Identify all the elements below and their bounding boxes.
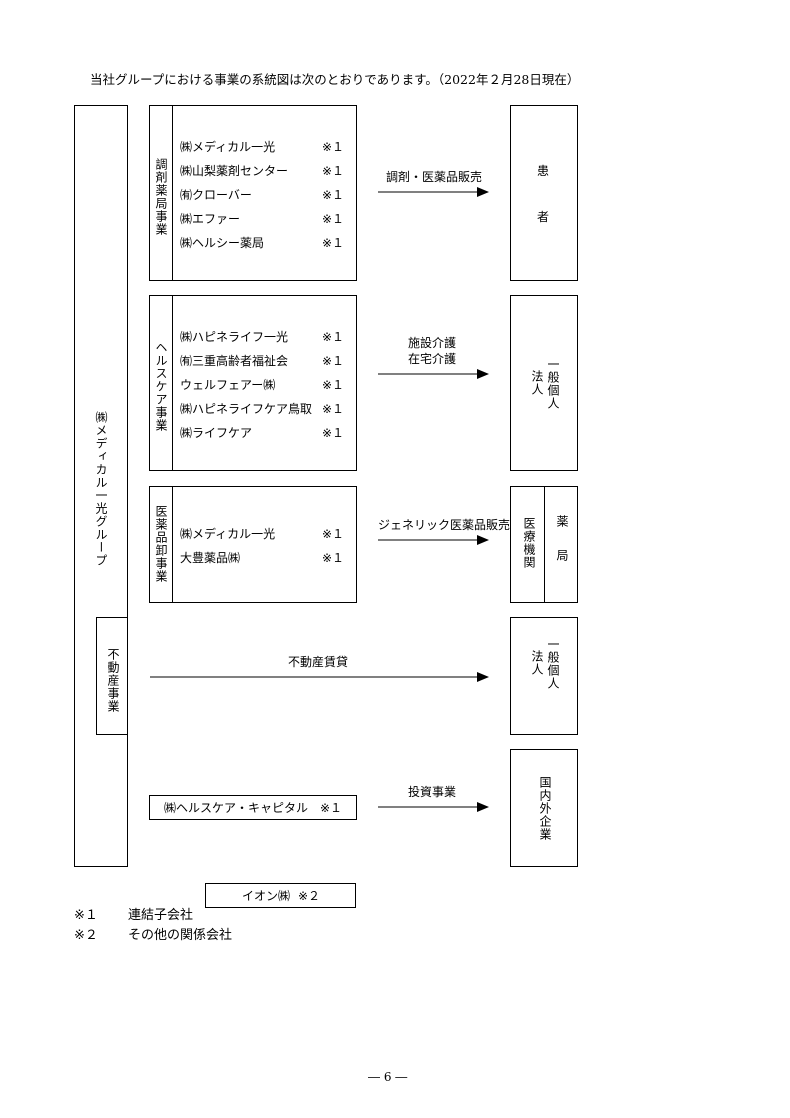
company-mark: ※１	[322, 426, 345, 440]
company-mark: ※１	[322, 402, 345, 416]
segment-label: ヘルスケア事業	[154, 341, 168, 432]
page-number: ― 6 ―	[368, 1070, 408, 1084]
note-mark: ※２	[74, 928, 98, 943]
group-box: ㈱メディカル一光グループ	[74, 105, 128, 867]
company-name: ㈱メディカル一光	[180, 140, 276, 154]
target-text: 国内外企業	[538, 776, 552, 841]
parent-company-box: イオン㈱ ※２	[205, 883, 356, 908]
target-individual-corp-box-2: 一般個人 法人	[510, 617, 578, 735]
segment-label: 不動産事業	[106, 648, 120, 713]
company-name: ㈱ヘルスケア・キャピタル	[164, 801, 309, 815]
company-mark: ※１	[322, 551, 345, 565]
arrow-label: 不動産賃貸	[288, 655, 349, 669]
company-name: ㈱ハピネライフ一光	[180, 330, 289, 344]
segment-healthcare-box: ヘルスケア事業	[149, 295, 357, 471]
company-mark: ※１	[322, 330, 345, 344]
company-name: ㈱ライフケア	[180, 426, 253, 440]
segment-label: 調剤薬局事業	[154, 158, 168, 236]
group-label: ㈱メディカル一光グループ	[94, 411, 108, 567]
target-pharmacy-medical-box: 薬局 医療機関	[510, 486, 578, 603]
company-mark: ※１	[320, 801, 343, 815]
arrow-label: 在宅介護	[408, 352, 457, 366]
arrow-label: 調剤・医薬品販売	[386, 170, 483, 184]
company-mark: ※１	[322, 140, 345, 154]
company-mark: ※１	[322, 354, 345, 368]
segment-label: 医薬品卸事業	[154, 505, 168, 583]
company-name: ㈲三重高齢者福祉会	[180, 354, 289, 368]
note-mark: ※１	[74, 908, 98, 923]
arrow-label: 施設介護	[408, 336, 457, 350]
company-name: ㈲クローバー	[180, 188, 252, 202]
company-name: ウェルフェアー㈱	[180, 378, 276, 392]
company-mark: ※１	[322, 378, 345, 392]
note-text: 連結子会社	[128, 908, 194, 923]
target-companies-box: 国内外企業	[510, 749, 578, 867]
arrow-label: 投資事業	[408, 785, 457, 799]
segment-realestate-box: 不動産事業	[96, 617, 128, 735]
company-mark: ※１	[322, 164, 345, 178]
target-text: 一般個人	[546, 638, 560, 690]
segment-wholesale-box: 医薬品卸事業	[149, 486, 357, 603]
arrow-label: ジェネリック医薬品販売	[378, 518, 511, 532]
parent-mark: ※２	[298, 889, 321, 903]
parent-name: イオン㈱	[242, 889, 291, 903]
company-mark: ※１	[322, 236, 345, 250]
target-text: 医療機関	[522, 517, 536, 569]
target-text: 患	[537, 164, 550, 178]
target-individual-corp-box-1: 一般個人 法人	[510, 295, 578, 471]
company-name: ㈱ヘルシー薬局	[180, 236, 265, 250]
target-text: 法人	[530, 650, 544, 676]
segment-dispensing-box: 調剤薬局事業	[149, 105, 357, 281]
target-text: 法人	[530, 370, 544, 396]
company-name: ㈱エファー	[180, 212, 241, 226]
company-name: ㈱メディカル一光	[180, 527, 276, 541]
company-name: 大豊薬品㈱	[180, 551, 241, 565]
intro-text: 当社グループにおける事業の系統図は次のとおりであります。（2022年２月28日現…	[90, 72, 580, 87]
segment-investment-box: ㈱ヘルスケア・キャピタル ※１	[149, 795, 357, 820]
target-text: 薬局	[555, 515, 569, 583]
company-name: ㈱ハピネライフケア鳥取	[180, 402, 313, 416]
note-text: その他の関係会社	[128, 928, 233, 943]
company-name: ㈱山梨薬剤センター	[180, 164, 289, 178]
company-mark: ※１	[322, 188, 345, 202]
company-mark: ※１	[322, 527, 345, 541]
company-mark: ※１	[322, 212, 345, 226]
target-text: 一般個人	[546, 358, 560, 410]
target-patients-box: 患 者	[510, 105, 578, 281]
target-text: 者	[537, 210, 550, 224]
